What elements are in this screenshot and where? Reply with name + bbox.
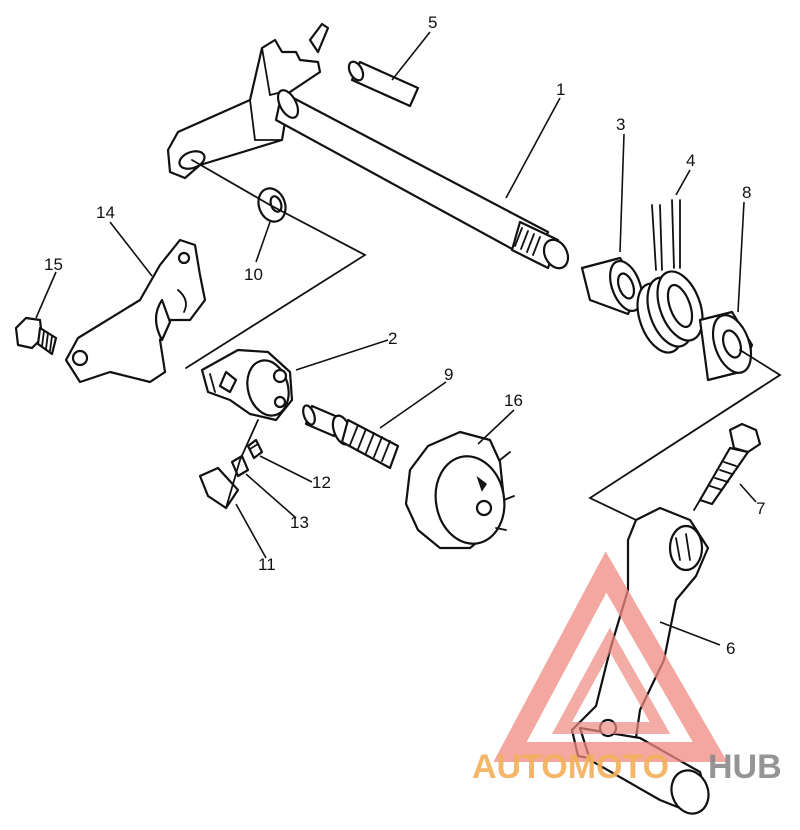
shift-shaft-part-1: [166, 22, 570, 270]
callout-13: 13: [290, 513, 309, 532]
watermark-text-hub: HUB: [708, 748, 782, 786]
collar-part-8: [698, 310, 754, 382]
callout-3: 3: [616, 115, 625, 134]
stud-bolt-part-9: [302, 404, 400, 470]
callout-9: 9: [444, 365, 453, 384]
callout-16: 16: [504, 391, 523, 410]
callout-4: 4: [686, 151, 695, 170]
bolt-part-15: [14, 316, 58, 356]
callout-12: 12: [312, 473, 331, 492]
callout-2: 2: [388, 329, 397, 348]
watermark-text-automoto: AUTOMOTO: [472, 748, 669, 786]
callout-15: 15: [44, 255, 63, 274]
spring-part-4: [636, 199, 704, 354]
watermark-logo: AUTOMOTO HUB: [472, 551, 782, 786]
stopper-part-2: [200, 348, 294, 422]
callout-numbers: 1 2 3 4 5 6 7 8 9 10 11 12 13 14 15 16: [44, 13, 765, 658]
callout-14: 14: [96, 203, 115, 222]
callout-7: 7: [756, 499, 765, 518]
collar-part-3: [580, 256, 643, 316]
callout-8: 8: [742, 183, 751, 202]
washer-part-10: [257, 187, 287, 223]
callout-1: 1: [556, 80, 565, 99]
bolt-part-7: [698, 422, 762, 506]
callout-leaders: [35, 31, 757, 646]
callout-11: 11: [258, 555, 276, 574]
callout-5: 5: [428, 13, 437, 32]
callout-6: 6: [726, 639, 735, 658]
plate-part-14: [64, 238, 207, 384]
pin-part-5: [347, 60, 420, 108]
spring-part-12: [246, 438, 264, 460]
segment-part-16: [404, 430, 515, 550]
assembly-lines: [185, 159, 782, 521]
callout-10: 10: [244, 265, 263, 284]
